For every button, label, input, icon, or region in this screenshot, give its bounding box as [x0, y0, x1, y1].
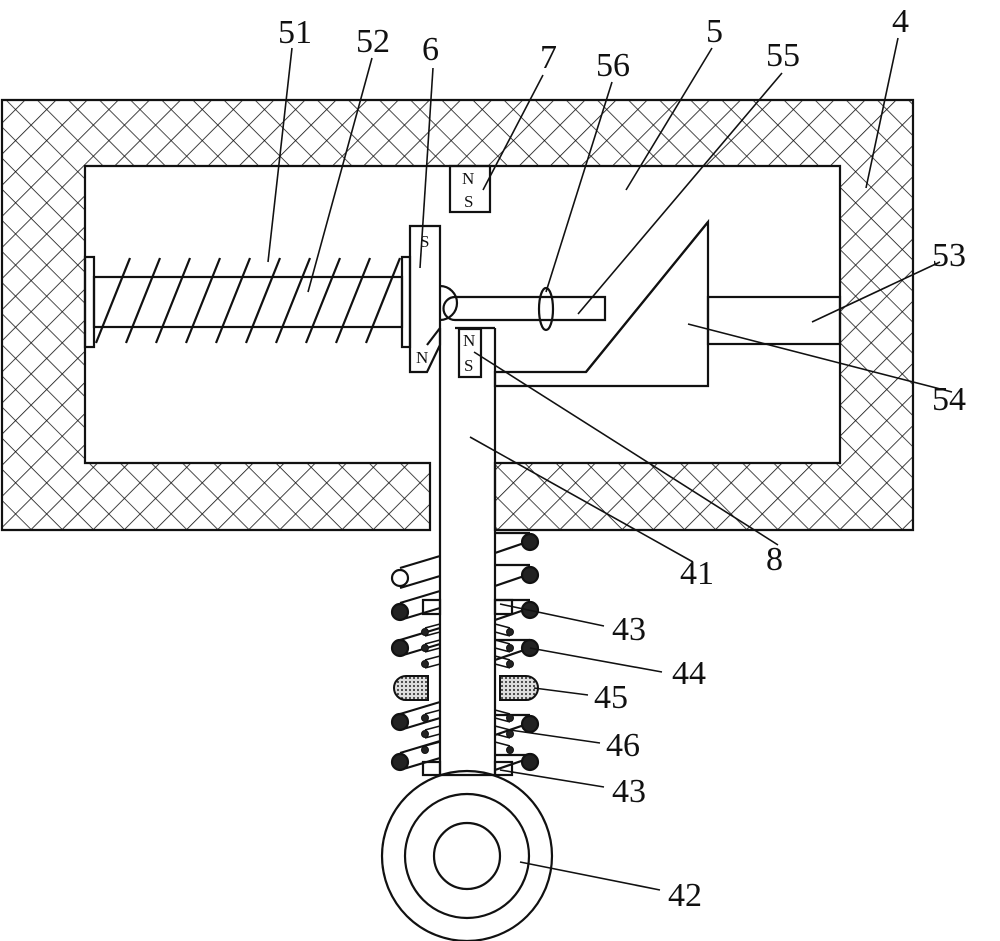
label-5: 5 — [706, 13, 723, 50]
label-7: 7 — [540, 39, 557, 76]
housing-4 — [0, 98, 915, 532]
magnet-7 — [448, 164, 492, 214]
label-45: 45 — [594, 679, 628, 716]
wedge-slant-inner — [585, 221, 709, 373]
label-53: 53 — [932, 237, 966, 274]
label-41: 41 — [680, 555, 714, 592]
magnet-7-s: S — [464, 192, 473, 211]
collar-45 — [393, 675, 539, 701]
magnet-6-n: N — [416, 348, 428, 367]
ring-56 — [537, 286, 555, 332]
right-end-plate — [400, 255, 412, 349]
left-end-plate — [83, 255, 96, 349]
label-4: 4 — [892, 3, 909, 40]
magnet-6-s: S — [420, 232, 429, 251]
inner-coil-ends — [421, 628, 514, 754]
magnet-8 — [457, 327, 483, 379]
label-43-top: 43 — [612, 611, 646, 648]
spring-seats-43 — [421, 598, 514, 777]
magnet-8-s: S — [464, 356, 473, 375]
inner-spring-46 — [424, 623, 511, 747]
wheel-42 — [380, 769, 554, 941]
label-44: 44 — [672, 655, 706, 692]
label-51: 51 — [278, 14, 312, 51]
swing-arm-41 — [438, 328, 497, 777]
outer-coils-left — [399, 554, 441, 772]
magnet-8-n: N — [463, 331, 475, 350]
magnet-7-n: N — [462, 169, 474, 188]
label-6: 6 — [422, 31, 439, 68]
rod-52 — [92, 275, 404, 329]
label-43-bottom: 43 — [612, 773, 646, 810]
label-54: 54 — [932, 381, 966, 418]
leader-lines — [267, 37, 953, 891]
ball-joint — [439, 284, 459, 322]
label-56: 56 — [596, 47, 630, 84]
arm-41-top-left — [426, 327, 441, 346]
spring-51-coils — [94, 257, 402, 344]
label-52: 52 — [356, 23, 390, 60]
shaft-53 — [706, 295, 842, 346]
spring-rod-assembly — [83, 255, 412, 349]
push-rod-55 — [442, 295, 607, 322]
outer-spring-44 — [390, 531, 540, 772]
label-42: 42 — [668, 877, 702, 914]
magnet-block-6 — [408, 224, 442, 374]
label-46: 46 — [606, 727, 640, 764]
outer-coil-ends — [390, 532, 540, 772]
wedge-54 — [493, 218, 710, 388]
label-8: 8 — [766, 541, 783, 578]
label-55: 55 — [766, 37, 800, 74]
